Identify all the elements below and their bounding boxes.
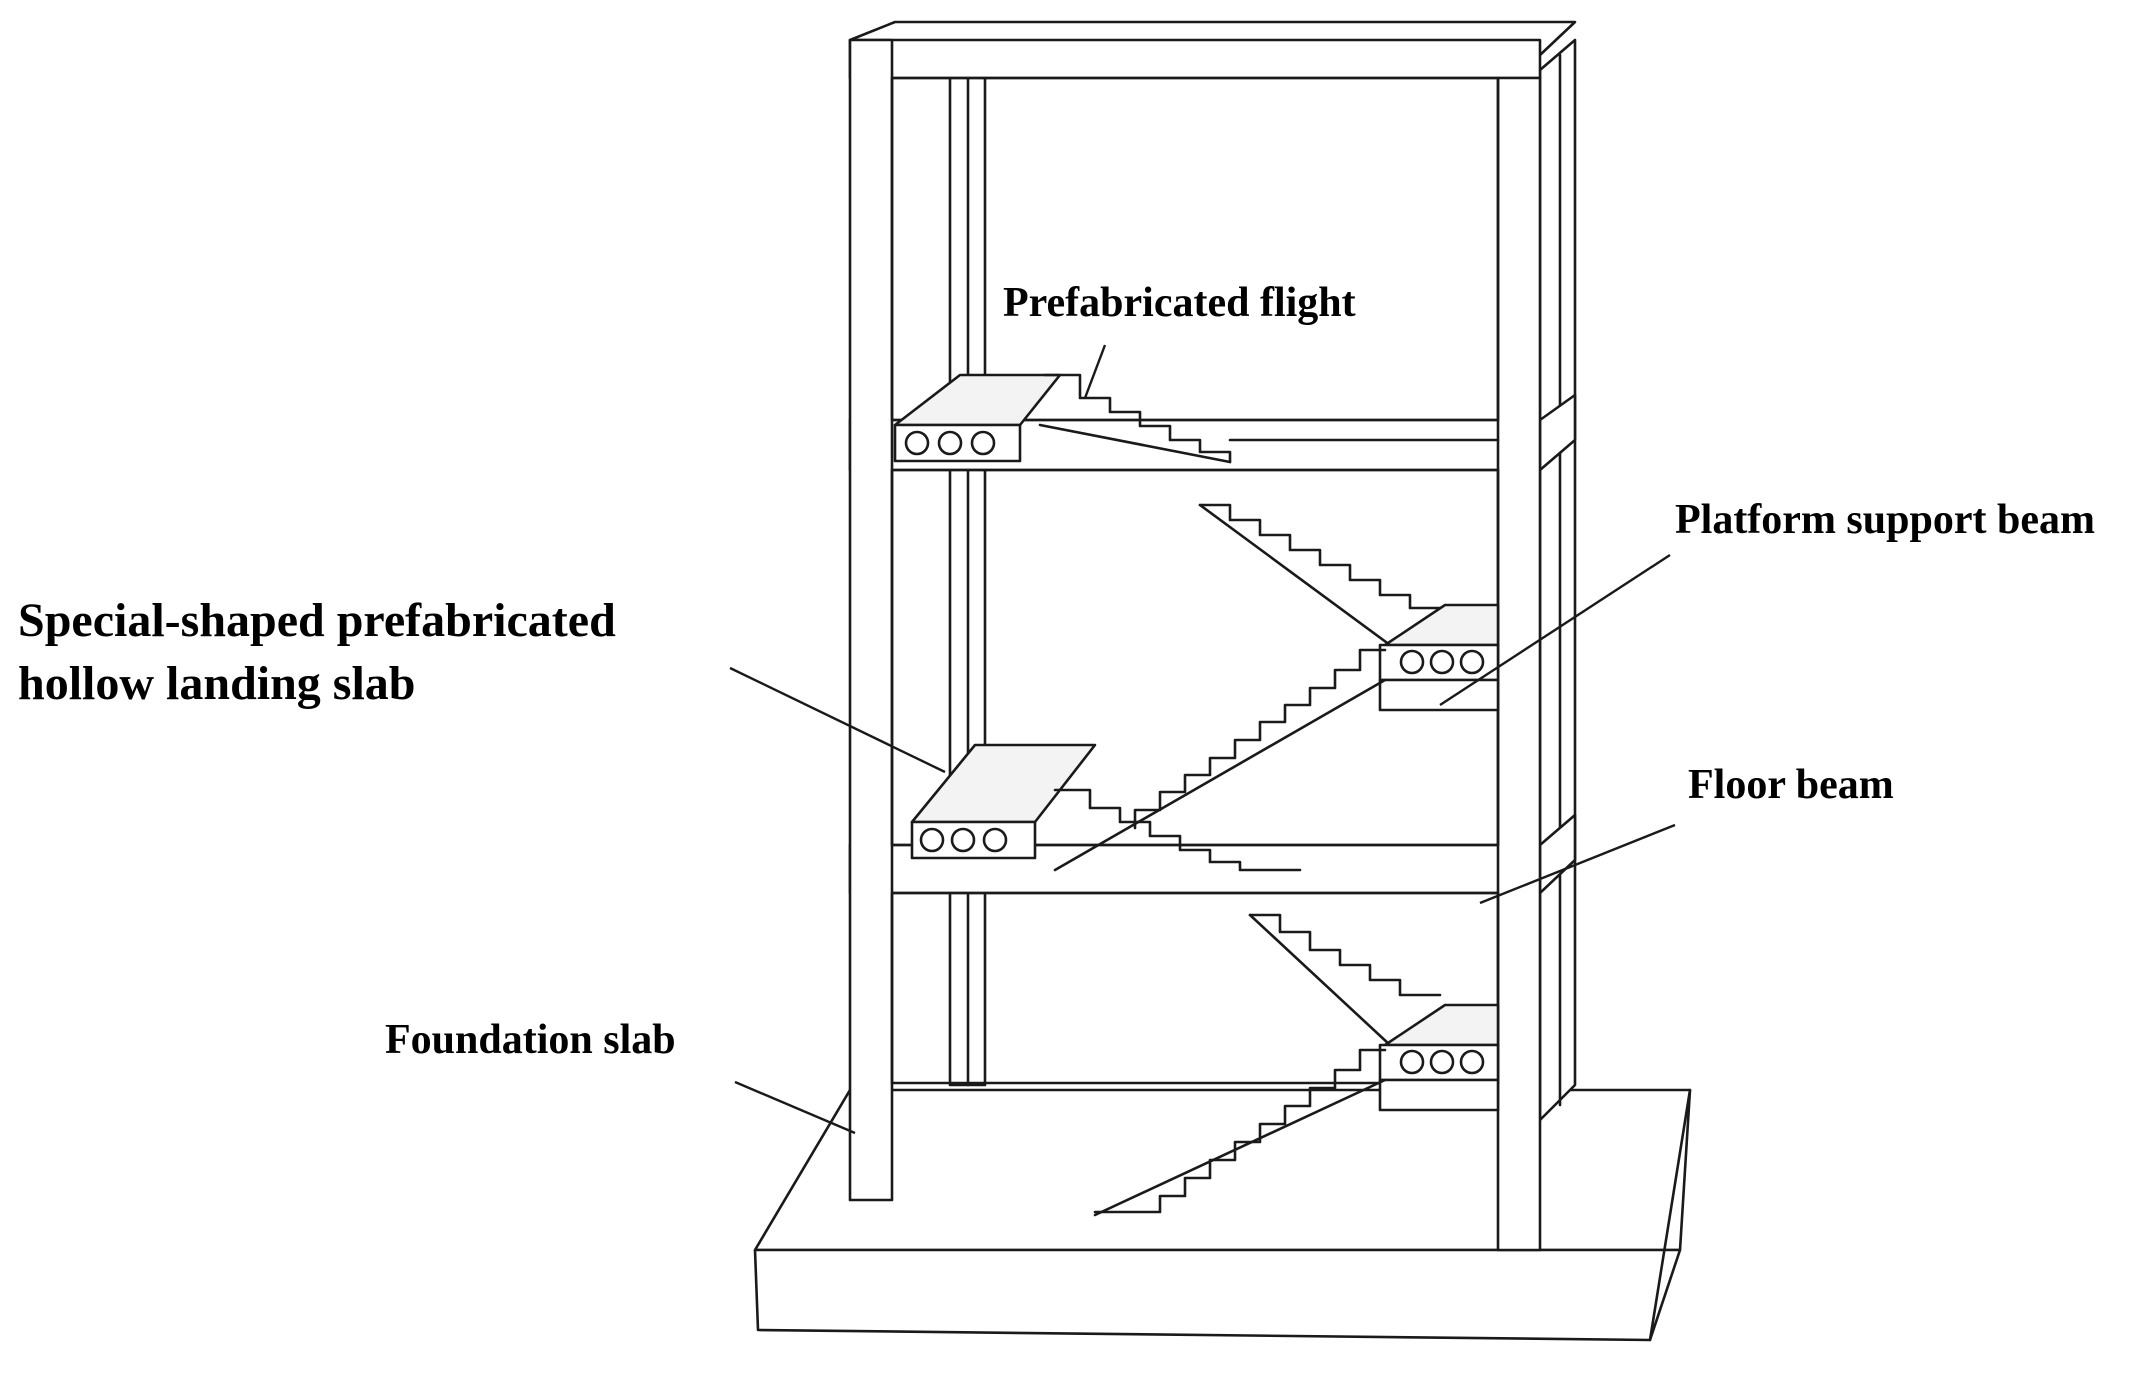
flight-level-1-upper (1248, 913, 1442, 1047)
leader-platform-support-beam (1439, 553, 1671, 707)
label-prefabricated-flight: Prefabricated flight (1003, 280, 1356, 326)
flight-level-3 (1038, 373, 1500, 464)
leader-lines (729, 344, 1676, 1135)
leader-prefabricated-flight (1083, 344, 1107, 399)
landing-slab-level-2 (1378, 603, 1500, 712)
label-foundation-slab: Foundation slab (385, 1017, 676, 1063)
label-platform-support-beam: Platform support beam (1675, 497, 2095, 543)
landing-slab-special (910, 743, 1097, 860)
back-left-column (948, 73, 987, 1087)
bay-outlines (890, 76, 1500, 1085)
leader-special-slab (729, 666, 946, 774)
foundation-slab (753, 1088, 1692, 1342)
landing-slab-level-3 (893, 373, 1062, 463)
flight-level-2-upper (1198, 503, 1447, 647)
flight-level-1-lower (1093, 1048, 1387, 1217)
leader-foundation-slab (734, 1080, 856, 1135)
label-special-slab-line1: Special-shaped prefabricated (18, 594, 616, 647)
roof-beam (848, 20, 1577, 80)
label-special-slab-line2: hollow landing slab (18, 657, 416, 710)
flight-level-2-lower (1053, 648, 1387, 872)
label-floor-beam: Floor beam (1688, 762, 1894, 808)
front-left-column (848, 38, 894, 1202)
back-right-column (1538, 38, 1577, 1122)
leader-floor-beam (1479, 823, 1676, 905)
landing-slab-level-1 (1378, 1003, 1500, 1112)
flight-level-2-base (1053, 788, 1302, 872)
